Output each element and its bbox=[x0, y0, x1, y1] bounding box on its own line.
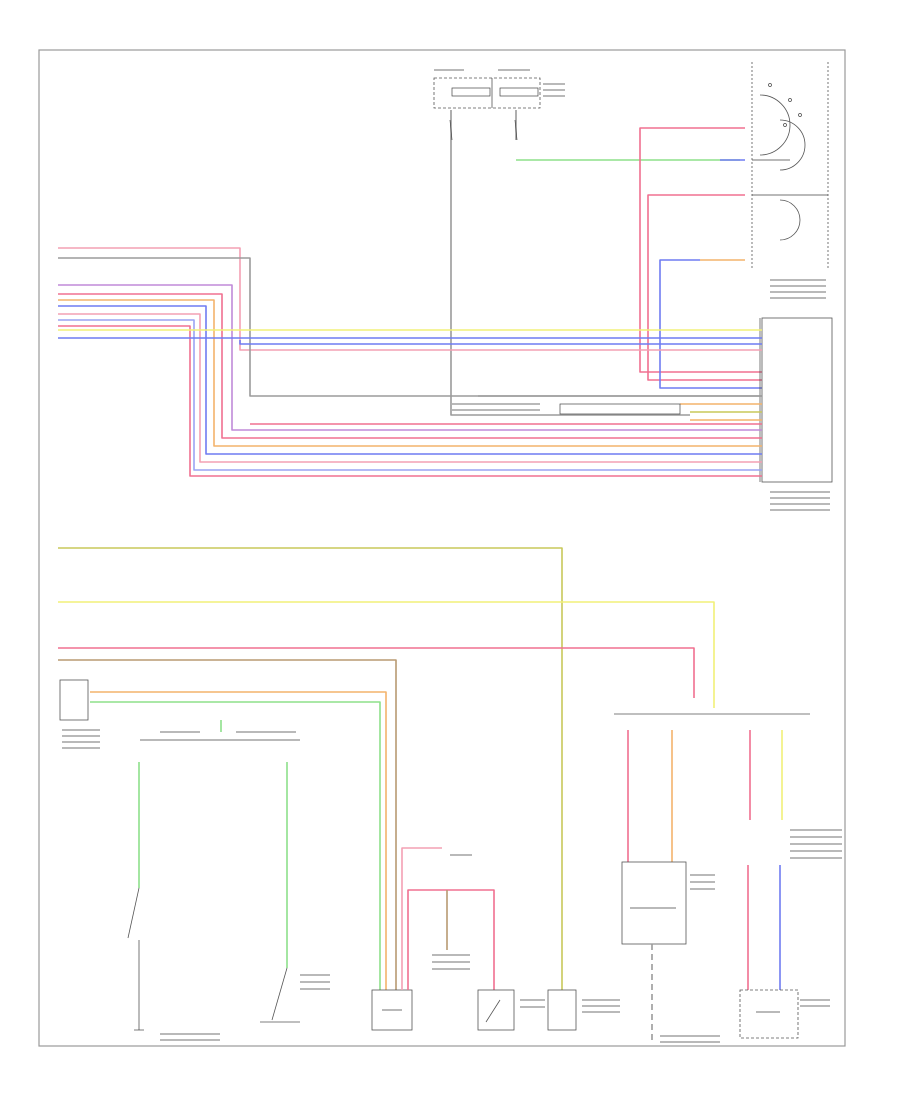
left-module bbox=[59, 679, 100, 749]
tcm-connector bbox=[759, 317, 833, 511]
relay-module bbox=[621, 861, 715, 945]
right-sensor bbox=[739, 989, 830, 1039]
brake-switch bbox=[127, 887, 220, 1041]
fuse-box bbox=[433, 69, 565, 109]
diagram-frame bbox=[38, 49, 846, 1047]
center-switch bbox=[260, 967, 330, 1023]
transmission-range-switch bbox=[751, 62, 829, 299]
pressure-switch bbox=[477, 989, 545, 1031]
solenoid-connector bbox=[371, 989, 413, 1031]
sensor-connector bbox=[547, 989, 620, 1031]
